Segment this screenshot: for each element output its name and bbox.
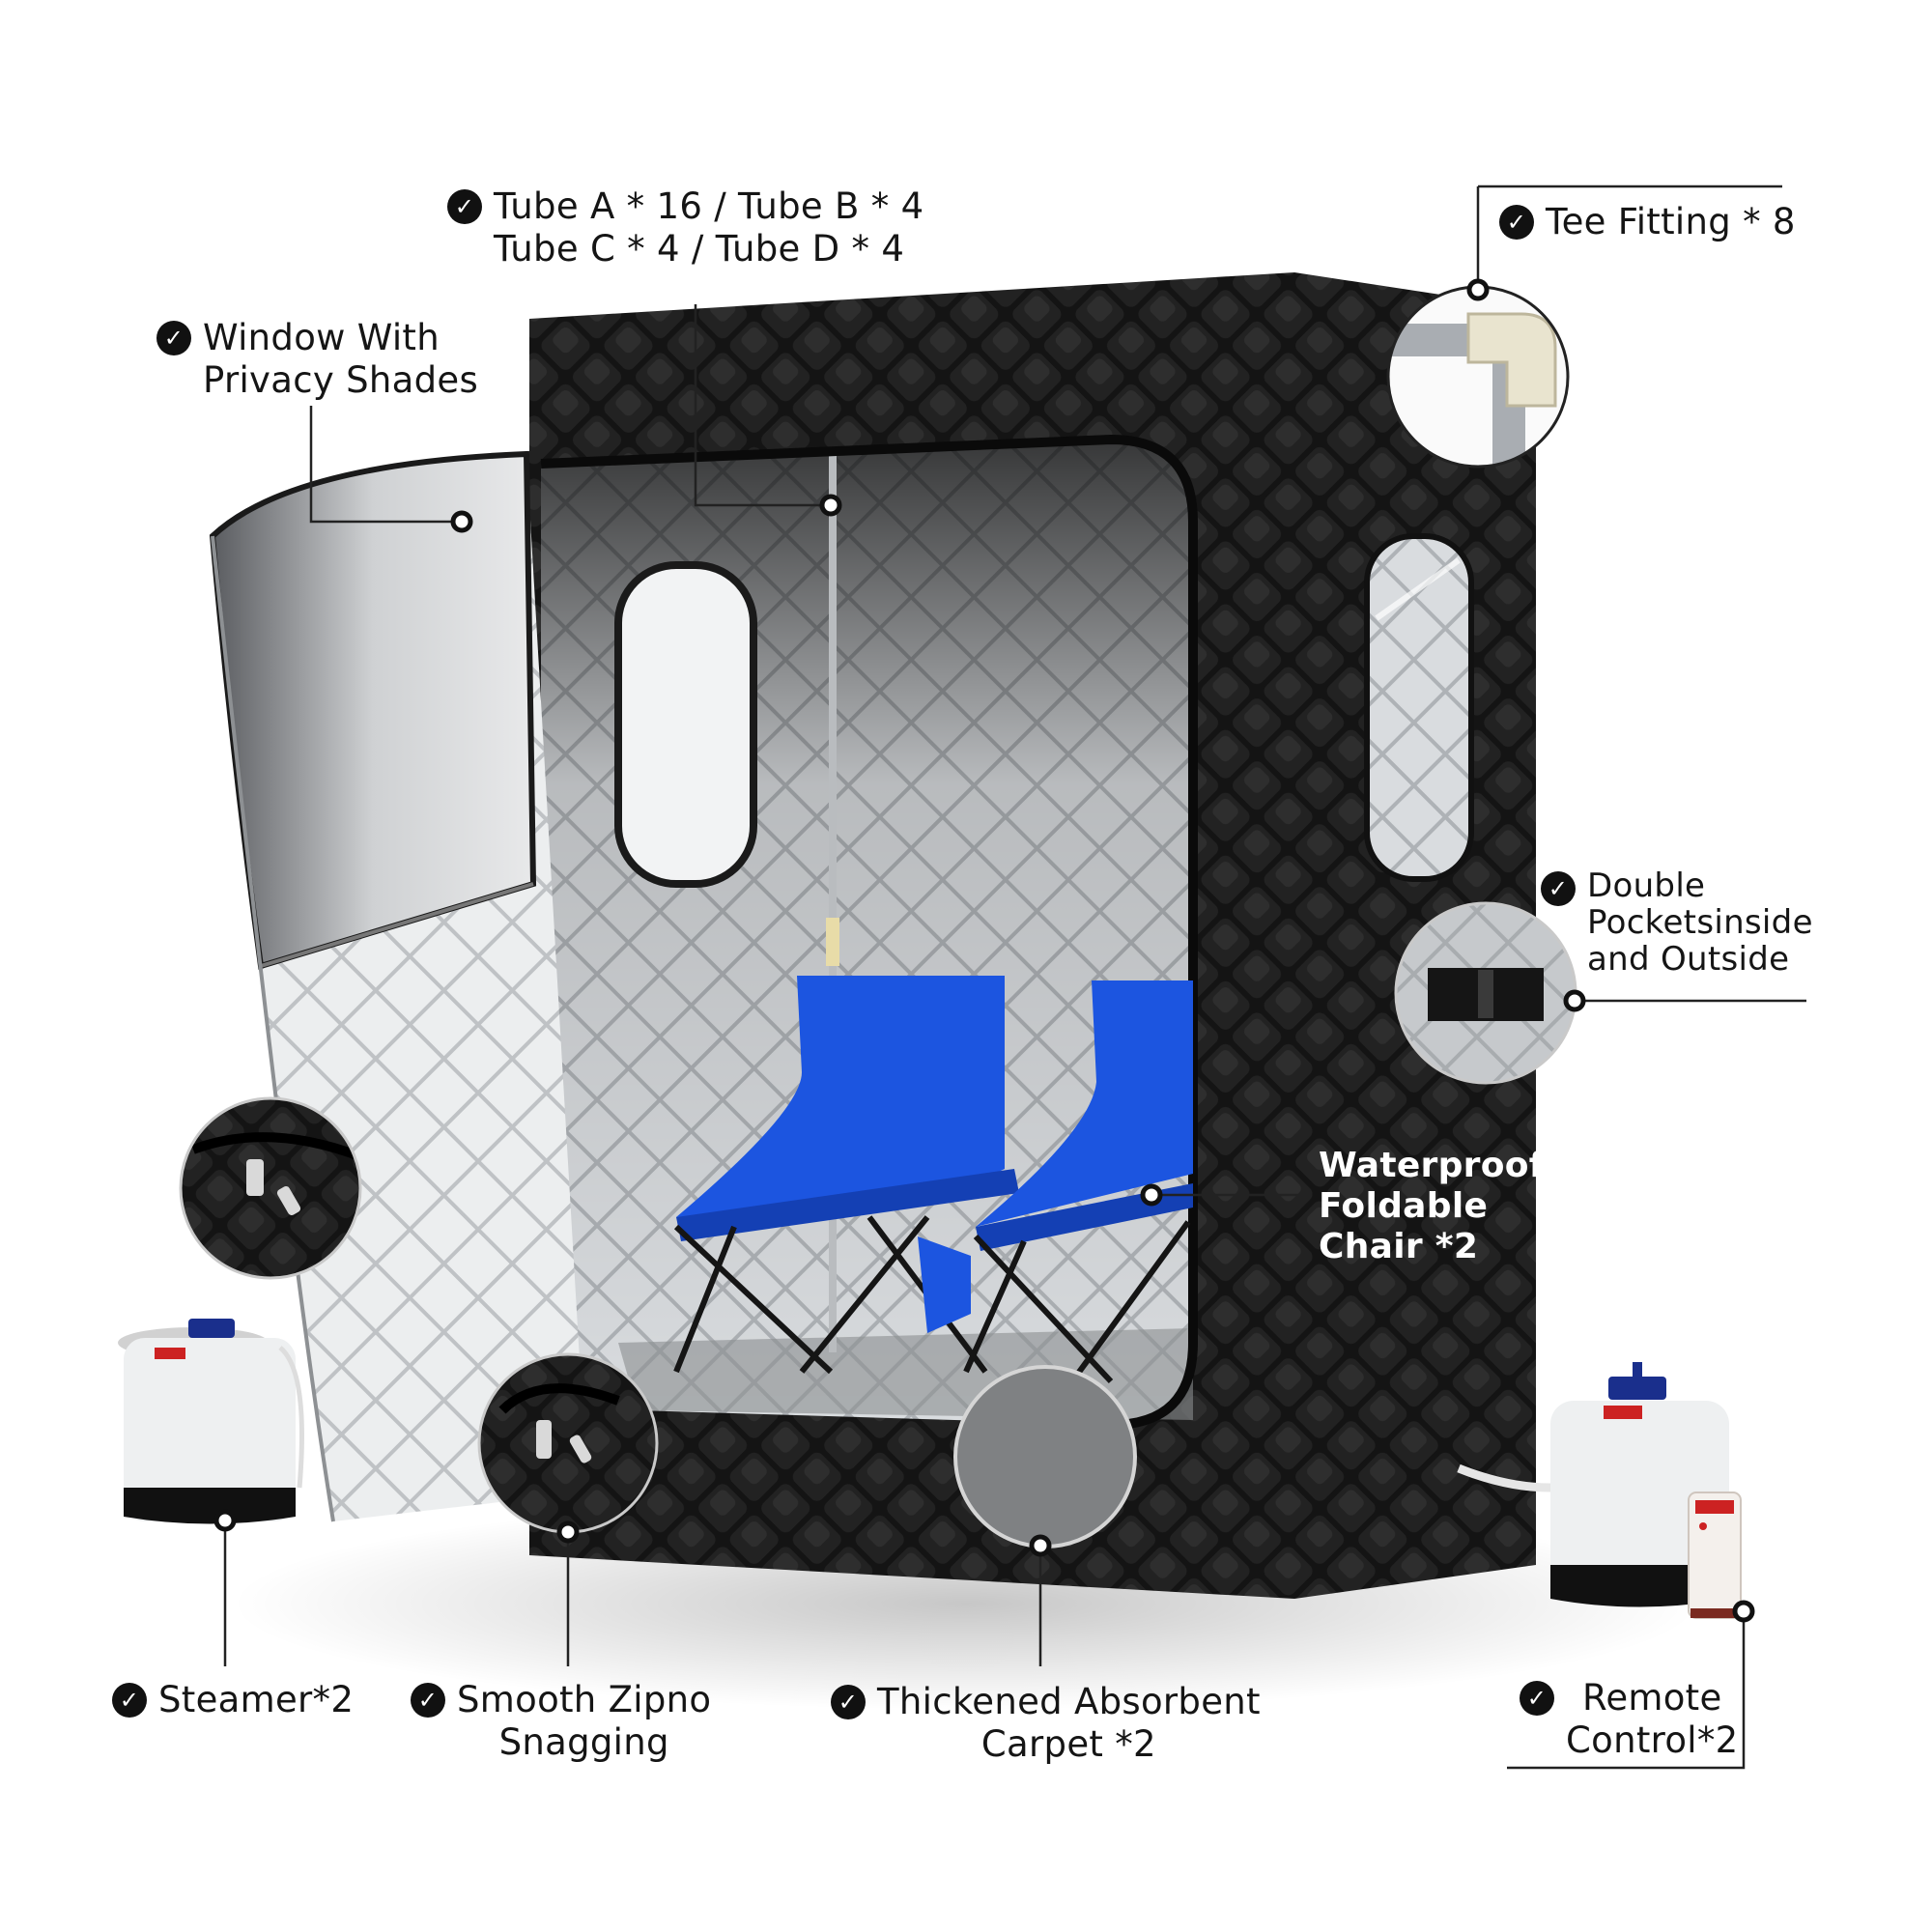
- label-pockets-line2: Pocketsinside: [1587, 903, 1813, 942]
- steamer-left: [118, 1319, 304, 1524]
- label-chair-line3: Chair *2: [1319, 1227, 1479, 1266]
- label-chair-line2: Foldable: [1319, 1186, 1489, 1226]
- label-window: ✓ Window With Privacy Shades: [156, 317, 478, 402]
- remote-control-device: [1688, 1492, 1742, 1619]
- label-pockets: ✓ Double Pocketsinside and Outside: [1541, 867, 1813, 978]
- label-remote-line1: Remote: [1581, 1677, 1722, 1719]
- check-circle-icon: ✓: [1499, 205, 1534, 240]
- label-tubes: ✓ Tube A * 16 / Tube B * 4 Tube C * 4 / …: [447, 185, 923, 270]
- label-carpet-line1: Thickened Absorbent: [877, 1681, 1261, 1722]
- label-tee-fitting: ✓ Tee Fitting * 8: [1499, 201, 1796, 243]
- check-circle-icon: ✓: [831, 1685, 866, 1719]
- leader-lines: [223, 185, 1806, 1770]
- side-window: [1364, 533, 1474, 882]
- label-window-line2: Privacy Shades: [203, 359, 479, 401]
- label-steamer: ✓ Steamer*2: [112, 1679, 354, 1721]
- label-zip-line1: Smooth Zipno: [457, 1679, 712, 1720]
- zoom-circle-zipper-top: [179, 1096, 362, 1280]
- label-carpet: ✓ Thickened Absorbent Carpet *2: [831, 1681, 1261, 1766]
- label-chair-line1: Waterproof: [1319, 1146, 1545, 1185]
- label-steamer-line1: Steamer*2: [158, 1679, 355, 1720]
- check-circle-icon: ✓: [447, 189, 482, 224]
- label-tee-line1: Tee Fitting * 8: [1546, 201, 1796, 242]
- label-zipper: ✓ Smooth Zipno Snagging: [411, 1679, 711, 1764]
- anchor-dots: [213, 278, 1755, 1623]
- label-remote: ✓ Remote Control*2: [1520, 1677, 1739, 1762]
- label-tubes-line1: Tube A * 16 / Tube B * 4: [494, 185, 924, 227]
- check-circle-icon: ✓: [156, 321, 191, 355]
- steamer-right: [1457, 1362, 1729, 1607]
- check-circle-icon: ✓: [112, 1683, 147, 1718]
- zoom-circle-pockets: [1394, 901, 1577, 1085]
- check-circle-icon: ✓: [411, 1683, 445, 1718]
- zoom-circle-zipper-bottom: [477, 1352, 659, 1534]
- folding-chairs: [673, 976, 1193, 1384]
- label-remote-line2: Control*2: [1566, 1719, 1739, 1761]
- label-carpet-line2: Carpet *2: [980, 1723, 1156, 1765]
- check-circle-icon: ✓: [1520, 1681, 1554, 1716]
- label-zip-line2: Snagging: [498, 1721, 669, 1763]
- check-circle-icon: ✓: [1541, 871, 1576, 906]
- label-tubes-line2: Tube C * 4 / Tube D * 4: [494, 228, 905, 270]
- label-window-line1: Window With: [203, 317, 440, 358]
- label-pockets-line1: Double: [1587, 867, 1706, 905]
- folding-chair-left: [673, 976, 1019, 1375]
- privacy-shade: [213, 454, 533, 966]
- back-window: [614, 561, 757, 888]
- folding-chair-right: [963, 980, 1193, 1384]
- zoom-circle-carpet: [953, 1365, 1137, 1548]
- label-pockets-line3: and Outside: [1587, 940, 1790, 979]
- label-chair: Waterproof Foldable Chair *2: [1319, 1146, 1545, 1267]
- zoom-circle-tee-fitting: [1386, 285, 1570, 469]
